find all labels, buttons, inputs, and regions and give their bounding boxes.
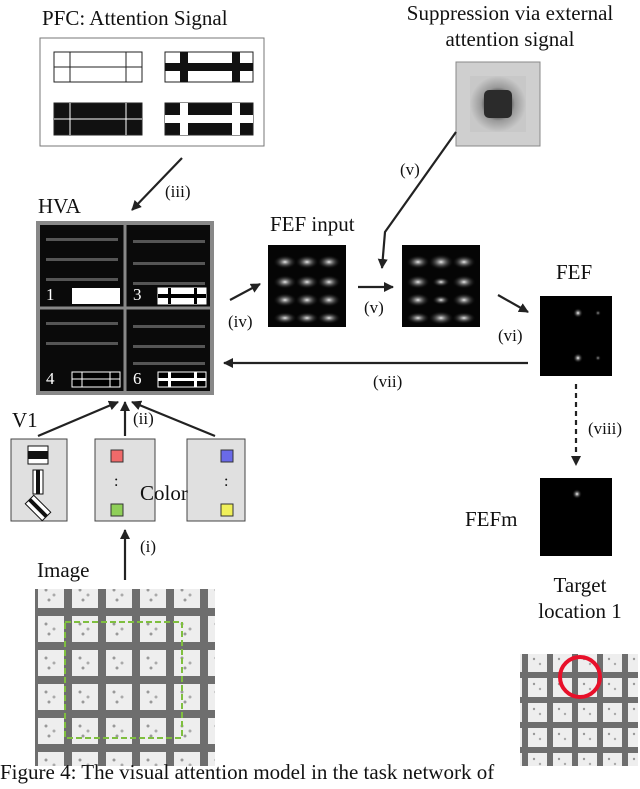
fef-input-label: FEF input bbox=[270, 212, 355, 236]
pfc-pattern-4 bbox=[164, 102, 254, 136]
step-label-ii: (ii) bbox=[133, 409, 154, 428]
image-label: Image bbox=[37, 558, 90, 582]
hva-quadrant-number: 6 bbox=[133, 369, 142, 388]
fef-input-map bbox=[268, 245, 346, 327]
arrow-v-suppression bbox=[377, 131, 457, 269]
hva-map-grid bbox=[36, 221, 214, 395]
v1-label: V1 bbox=[12, 408, 38, 432]
pfc-label: PFC: Attention Signal bbox=[42, 6, 228, 30]
pfc-pattern-3 bbox=[53, 102, 143, 136]
fef-label: FEF bbox=[556, 260, 593, 284]
step-label-vii: (vii) bbox=[373, 372, 403, 391]
color-dots: : bbox=[114, 473, 119, 490]
step-label-vi: (vi) bbox=[498, 326, 523, 345]
pathway-arrows bbox=[37, 131, 581, 580]
suppression-signal-image bbox=[455, 61, 541, 147]
fefm-label: FEFm bbox=[465, 507, 518, 531]
fefm-map bbox=[540, 478, 612, 556]
step-label-viii: (viii) bbox=[588, 419, 622, 438]
step-label-v-suppression: (v) bbox=[400, 160, 420, 179]
suppression-label-line2: attention signal bbox=[445, 27, 575, 51]
hva-quadrant-3-pattern bbox=[157, 287, 207, 305]
arrow-vi bbox=[497, 294, 529, 313]
target-location-circle bbox=[558, 655, 602, 699]
hva-quadrant-number: 1 bbox=[46, 285, 55, 304]
target-label-line2: location 1 bbox=[538, 599, 622, 623]
v1-feature-box bbox=[10, 438, 68, 522]
hva-label: HVA bbox=[38, 194, 81, 218]
hva-quadrant-6-pattern bbox=[157, 371, 207, 388]
hva-quadrant-1-pattern bbox=[72, 288, 120, 304]
step-label-iii: (iii) bbox=[165, 182, 191, 201]
arrow-iv bbox=[229, 283, 261, 301]
arrow-color-to-hva bbox=[131, 400, 216, 438]
pfc-pattern-2 bbox=[164, 51, 254, 83]
hva-quadrant-number: 4 bbox=[46, 369, 55, 388]
step-label-v: (v) bbox=[364, 298, 384, 317]
target-label-line1: Target bbox=[553, 573, 607, 597]
pfc-attention-panel bbox=[39, 37, 265, 147]
suppressed-fef-input-map bbox=[402, 245, 480, 327]
arrow-iii bbox=[131, 157, 183, 211]
step-label-iv: (iv) bbox=[228, 312, 253, 331]
pfc-pattern-1 bbox=[53, 51, 143, 83]
step-label-i: (i) bbox=[140, 537, 157, 556]
color-label: Color bbox=[140, 481, 188, 505]
color-feature-box-blue-yellow bbox=[186, 438, 246, 522]
suppression-label-line1: Suppression via external bbox=[406, 1, 614, 25]
hva-quadrant-number: 3 bbox=[133, 285, 142, 304]
hva-quadrant-4-pattern bbox=[71, 371, 121, 388]
arrow-v1-to-hva bbox=[37, 400, 119, 438]
color-feature-box-red-green bbox=[94, 438, 156, 522]
figure-caption: Figure 4: The visual attention model in … bbox=[0, 760, 495, 784]
search-image bbox=[35, 589, 215, 766]
target-image bbox=[520, 654, 638, 766]
color-dots: : bbox=[224, 473, 229, 490]
fef-map bbox=[540, 296, 612, 376]
